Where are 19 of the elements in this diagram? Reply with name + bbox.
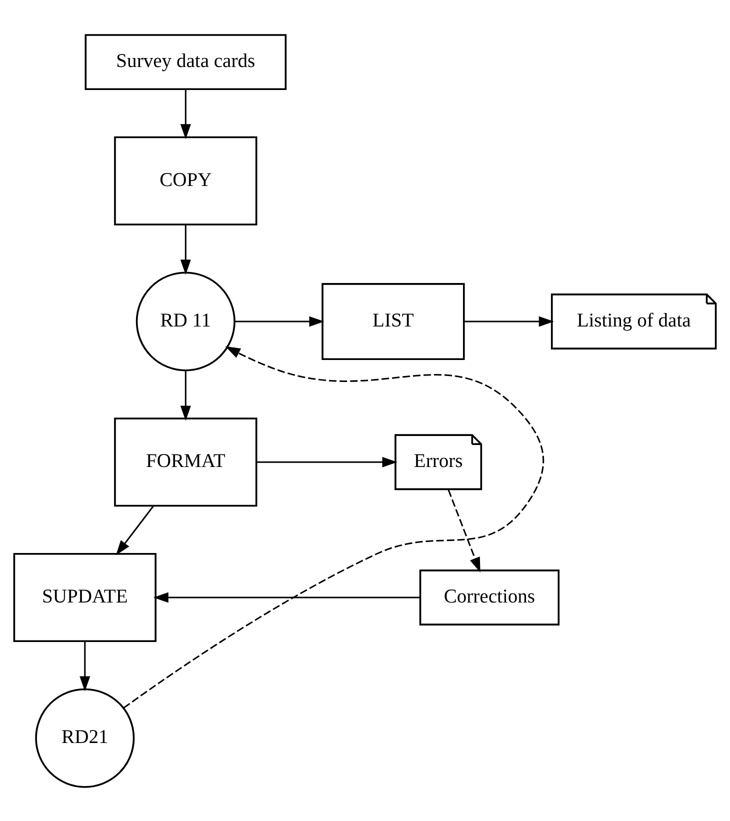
arrow: [80, 641, 90, 691]
arrow: [153, 592, 420, 602]
arrow: [180, 224, 191, 274]
arrow: [464, 316, 554, 326]
node-circle: RD 11: [136, 271, 236, 371]
arrow: [180, 88, 191, 139]
node-box: Survey data cards: [84, 34, 287, 90]
arrow: [234, 316, 324, 326]
arrow: [116, 505, 154, 555]
arrow: [123, 346, 544, 708]
arrow: [448, 489, 480, 572]
node-box: LIST: [322, 282, 465, 360]
arrow: [180, 370, 191, 420]
node-box: FORMAT: [114, 417, 258, 506]
node-box: Corrections: [419, 569, 560, 625]
node-box: SUPDATE: [13, 552, 156, 642]
node-box: COPY: [114, 136, 258, 225]
node-circle: RD21: [35, 688, 135, 788]
arrow: [256, 456, 398, 467]
